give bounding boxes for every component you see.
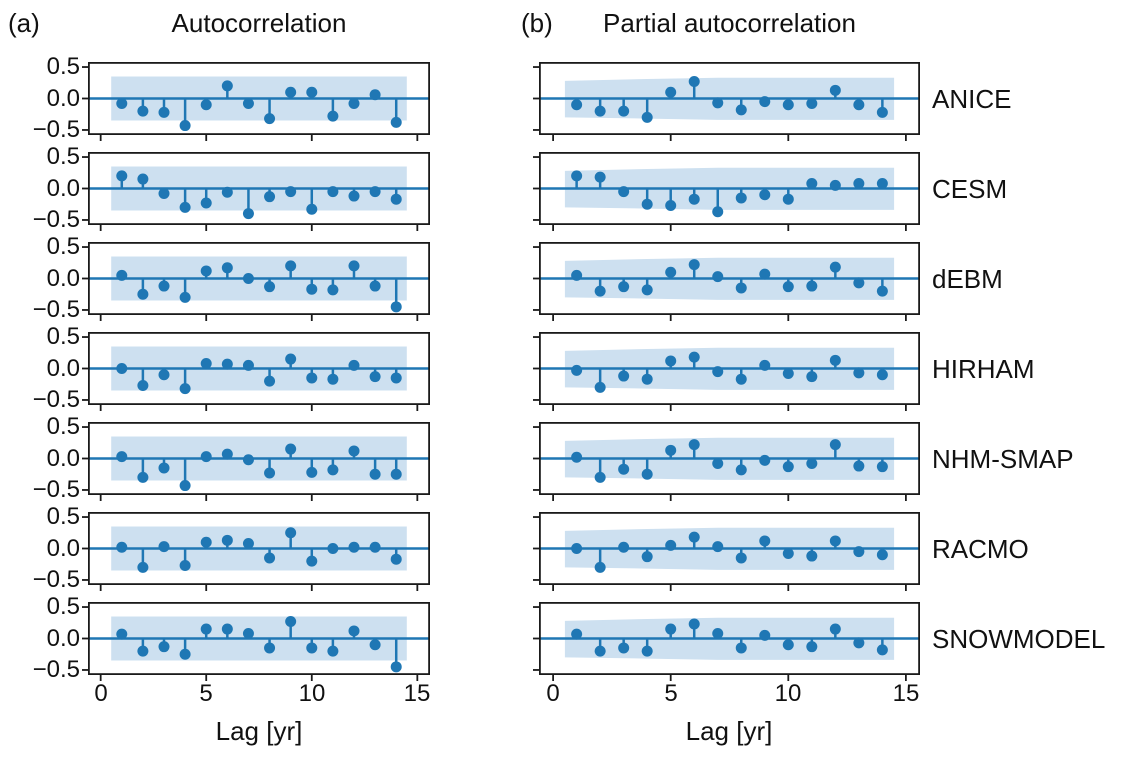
x-tick-label: 0 bbox=[94, 680, 108, 707]
pacf-panel-racmo bbox=[533, 511, 921, 591]
model-label-hirham: HIRHAM bbox=[932, 353, 1035, 384]
y-tick-label: 0.5 bbox=[46, 503, 80, 530]
acf-panel-nhm-smap bbox=[82, 421, 431, 501]
y-tick-label: −0.5 bbox=[32, 206, 80, 233]
y-tick-label: 0.5 bbox=[46, 53, 80, 80]
pacf-panel-cesm bbox=[533, 151, 921, 231]
stem-series bbox=[116, 616, 402, 673]
acf-panel-anice bbox=[82, 61, 431, 141]
axes-spines bbox=[87, 151, 431, 225]
y-tick-label: −0.5 bbox=[32, 476, 80, 503]
axes-spines bbox=[538, 151, 921, 225]
pacf-panel-snowmodel bbox=[533, 601, 921, 681]
tick-marks bbox=[82, 426, 419, 501]
stem-series bbox=[116, 80, 402, 132]
stem-series bbox=[116, 353, 402, 395]
model-label-racmo: RACMO bbox=[932, 533, 1029, 564]
stem-series bbox=[571, 76, 888, 123]
y-tick-label: 0.5 bbox=[46, 413, 80, 440]
y-tick-label: 0.0 bbox=[46, 535, 80, 562]
stem-series bbox=[571, 170, 888, 218]
acf-panel-debm bbox=[82, 241, 431, 321]
axes-spines bbox=[87, 331, 431, 405]
y-tick-label: 0.0 bbox=[46, 85, 80, 112]
tick-marks bbox=[82, 336, 419, 411]
panel-b-title: Partial autocorrelation bbox=[603, 8, 856, 38]
pacf-panel-hirham bbox=[533, 331, 921, 411]
model-label-nhm-smap: NHM-SMAP bbox=[932, 443, 1074, 474]
x-tick-label: 10 bbox=[774, 680, 802, 707]
acf-panel-snowmodel bbox=[82, 601, 431, 681]
axes-spines bbox=[538, 241, 921, 315]
pacf-panel-anice bbox=[533, 61, 921, 141]
x-tick-label: 15 bbox=[403, 680, 431, 707]
tick-marks bbox=[82, 606, 419, 681]
y-tick-label: 0.5 bbox=[46, 143, 80, 170]
y-tick-label: 0.0 bbox=[46, 355, 80, 382]
tick-marks bbox=[533, 156, 907, 231]
y-tick-label: 0.0 bbox=[46, 175, 80, 202]
stem-series bbox=[116, 170, 402, 220]
tick-marks bbox=[82, 246, 419, 321]
y-tick-label: 0.0 bbox=[46, 445, 80, 472]
axes-spines bbox=[538, 601, 921, 675]
stem-series bbox=[571, 531, 888, 573]
x-tick-label: 5 bbox=[664, 680, 678, 707]
acf-panel-racmo bbox=[82, 511, 431, 591]
y-tick-label: 0.5 bbox=[46, 593, 80, 620]
panel-a-tag: (a) bbox=[8, 8, 40, 38]
stem-series bbox=[571, 259, 888, 297]
stem-series bbox=[571, 351, 888, 393]
model-label-snowmodel: SNOWMODEL bbox=[932, 623, 1106, 654]
axes-spines bbox=[87, 61, 431, 135]
tick-marks bbox=[533, 516, 907, 591]
y-tick-label: −0.5 bbox=[32, 386, 80, 413]
pacf-panel-nhm-smap bbox=[533, 421, 921, 501]
axes-spines bbox=[538, 331, 921, 405]
tick-marks bbox=[533, 336, 907, 411]
tick-marks bbox=[533, 606, 907, 681]
stem-series bbox=[116, 527, 402, 573]
y-tick-label: −0.5 bbox=[32, 656, 80, 683]
axes-spines bbox=[87, 511, 431, 585]
stem-series bbox=[116, 443, 402, 492]
tick-marks bbox=[82, 156, 419, 231]
tick-marks bbox=[82, 66, 419, 141]
tick-marks bbox=[533, 426, 907, 501]
x-tick-label: 0 bbox=[546, 680, 560, 707]
y-tick-label: 0.0 bbox=[46, 265, 80, 292]
y-tick-label: −0.5 bbox=[32, 566, 80, 593]
panel-a-title: Autocorrelation bbox=[171, 8, 347, 38]
stem-series bbox=[116, 260, 402, 313]
axes-spines bbox=[538, 421, 921, 495]
x-tick-label: 10 bbox=[298, 680, 326, 707]
y-tick-label: 0.0 bbox=[46, 625, 80, 652]
axes-spines bbox=[87, 421, 431, 495]
model-label-cesm: CESM bbox=[932, 173, 1008, 204]
x-tick-label: 5 bbox=[199, 680, 213, 707]
xlabel-left: Lag [yr] bbox=[215, 716, 303, 746]
y-tick-label: −0.5 bbox=[32, 116, 80, 143]
x-tick-label: 15 bbox=[892, 680, 920, 707]
axes-spines bbox=[87, 601, 431, 675]
axes-spines bbox=[538, 511, 921, 585]
axes-spines bbox=[538, 61, 921, 135]
y-tick-label: 0.5 bbox=[46, 323, 80, 350]
acf-panel-cesm bbox=[82, 151, 431, 231]
stem-series bbox=[571, 618, 888, 657]
tick-marks bbox=[533, 66, 907, 141]
y-tick-label: 0.5 bbox=[46, 233, 80, 260]
axes-spines bbox=[87, 241, 431, 315]
xlabel-right: Lag [yr] bbox=[685, 716, 773, 746]
tick-marks bbox=[82, 516, 419, 591]
tick-marks bbox=[533, 246, 907, 321]
panel-b-tag: (b) bbox=[521, 8, 553, 38]
pacf-panel-debm bbox=[533, 241, 921, 321]
model-label-anice: ANICE bbox=[932, 83, 1012, 114]
acf-panel-hirham bbox=[82, 331, 431, 411]
model-label-debm: dEBM bbox=[932, 263, 1003, 294]
y-tick-label: −0.5 bbox=[32, 296, 80, 323]
stem-series bbox=[571, 439, 888, 483]
